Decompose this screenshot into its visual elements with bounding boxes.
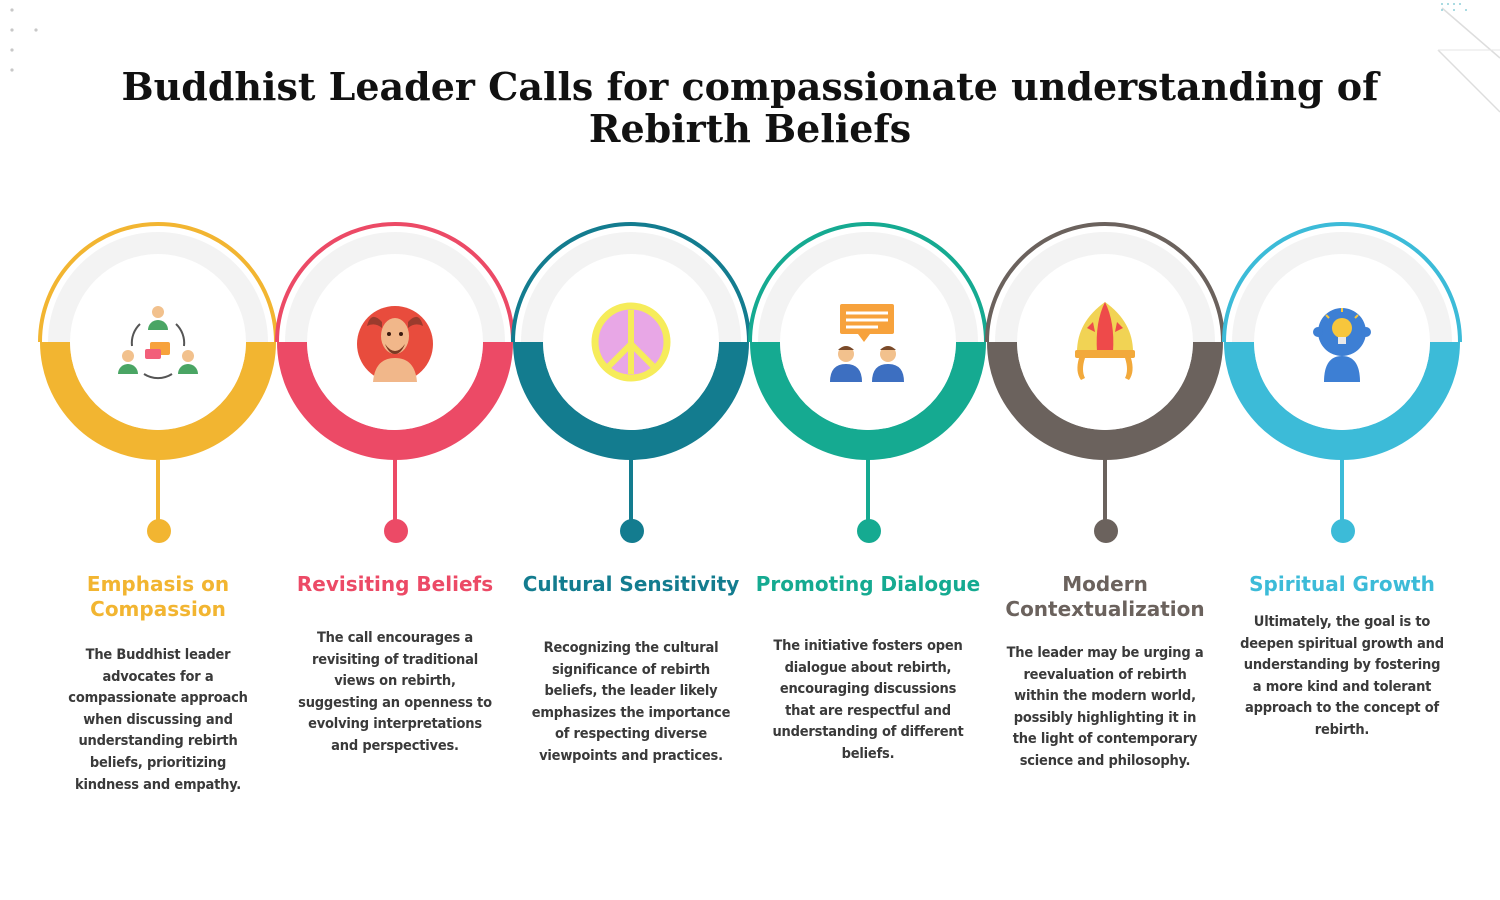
step-title: Modern Contextualization [1005, 572, 1205, 621]
step-dot [1331, 519, 1355, 543]
step-title: Spiritual Growth [1249, 572, 1435, 596]
step-cultural-sensitivity: Cultural Sensitivity Recognizing the cul… [511, 0, 751, 900]
step-title: Emphasis on Compassion [86, 572, 230, 621]
step-description: The call encourages a revisiting of trad… [298, 630, 492, 754]
step-ring [748, 222, 988, 460]
step-spiritual-growth: Spiritual Growth Ultimately, the goal is… [1222, 0, 1462, 900]
step-dot [857, 519, 881, 543]
top-left-dots-decoration [10, 8, 38, 72]
step-description: The initiative fosters open dialogue abo… [772, 638, 964, 762]
step-connector [629, 458, 633, 524]
step-dot [1094, 519, 1118, 543]
step-title: Cultural Sensitivity [522, 572, 740, 596]
step-connector [1103, 458, 1107, 524]
step-dot [147, 519, 171, 543]
demon-face-icon [357, 306, 433, 382]
step-promoting-dialogue: Promoting Dialogue The initiative foster… [748, 0, 988, 900]
step-description: Ultimately, the goal is to deepen spirit… [1240, 614, 1444, 738]
step-description: The Buddhist leader advocates for a comp… [68, 647, 248, 793]
idea-head-icon [1313, 308, 1371, 382]
step-modern-contextualization: Modern Contextualization The leader may … [985, 0, 1225, 900]
top-right-lines-decoration [1437, 3, 1500, 113]
step-dot [384, 519, 408, 543]
step-revisiting-beliefs: Revisiting Beliefs The call encourages a… [275, 0, 515, 900]
step-connector [393, 458, 397, 524]
step-title: Revisiting Beliefs [296, 572, 494, 596]
mitre-helmet-icon [1075, 302, 1135, 380]
step-title: Promoting Dialogue [755, 572, 981, 596]
step-connector [1340, 458, 1344, 524]
step-emphasis-on-compassion: Emphasis on Compassion The Buddhist lead… [38, 0, 278, 900]
step-description: The leader may be urging a reevaluation … [1006, 645, 1204, 769]
dialogue-people-icon [830, 304, 904, 382]
peace-symbol-icon [591, 302, 671, 382]
community-chat-icon [118, 306, 198, 380]
step-connector [156, 458, 160, 524]
step-connector [866, 458, 870, 524]
page-title: Buddhist Leader Calls for compassionate … [121, 64, 1379, 151]
step-dot [620, 519, 644, 543]
step-description: Recognizing the cultural significance of… [531, 640, 731, 764]
